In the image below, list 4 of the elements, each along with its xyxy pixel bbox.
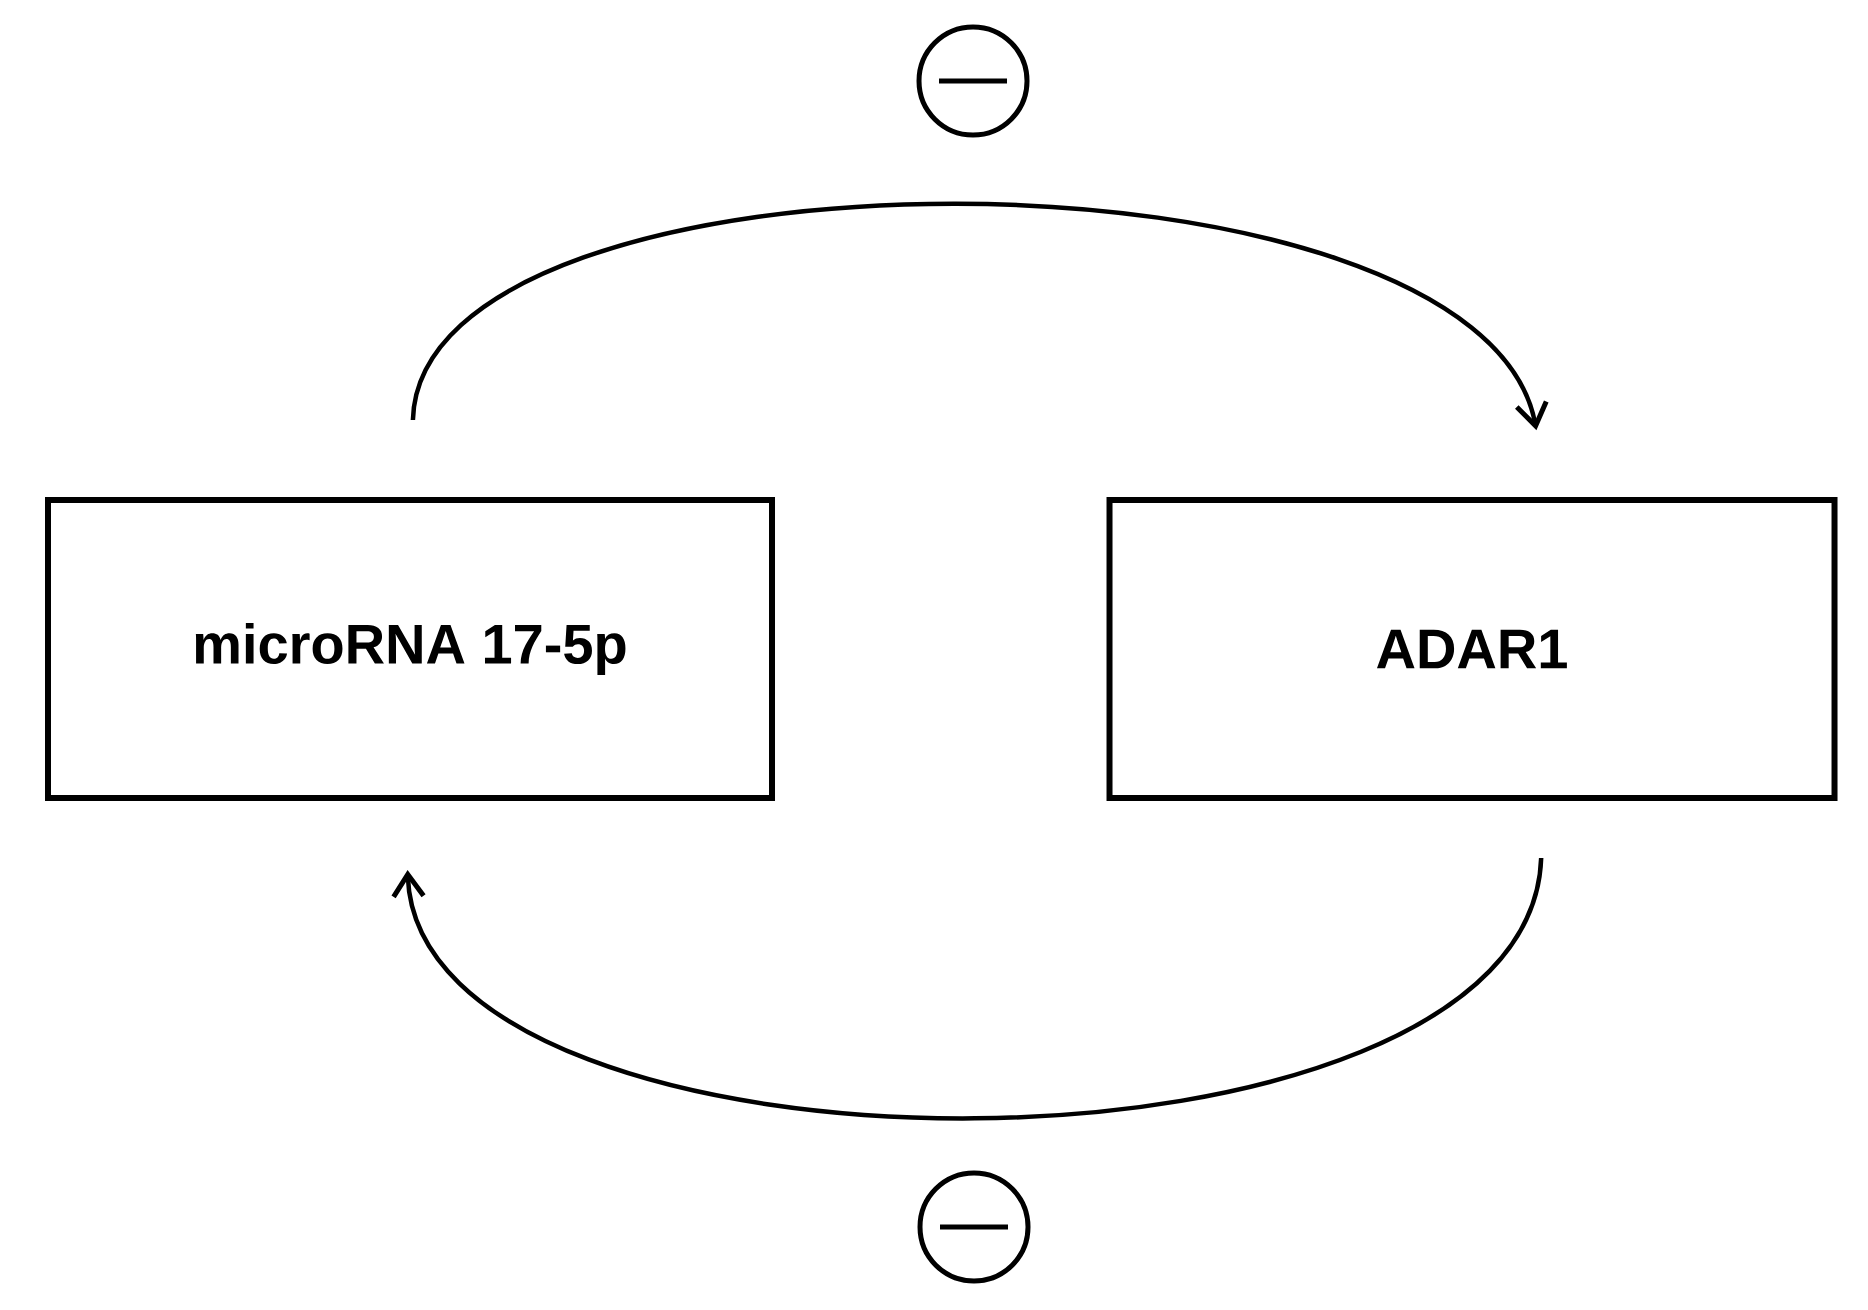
process-box: ADAR1 — [1106, 497, 1838, 801]
process-box: microRNA 17-5p — [45, 497, 775, 801]
curved-arrow — [391, 857, 1544, 1121]
curved-arrow — [410, 201, 1549, 431]
